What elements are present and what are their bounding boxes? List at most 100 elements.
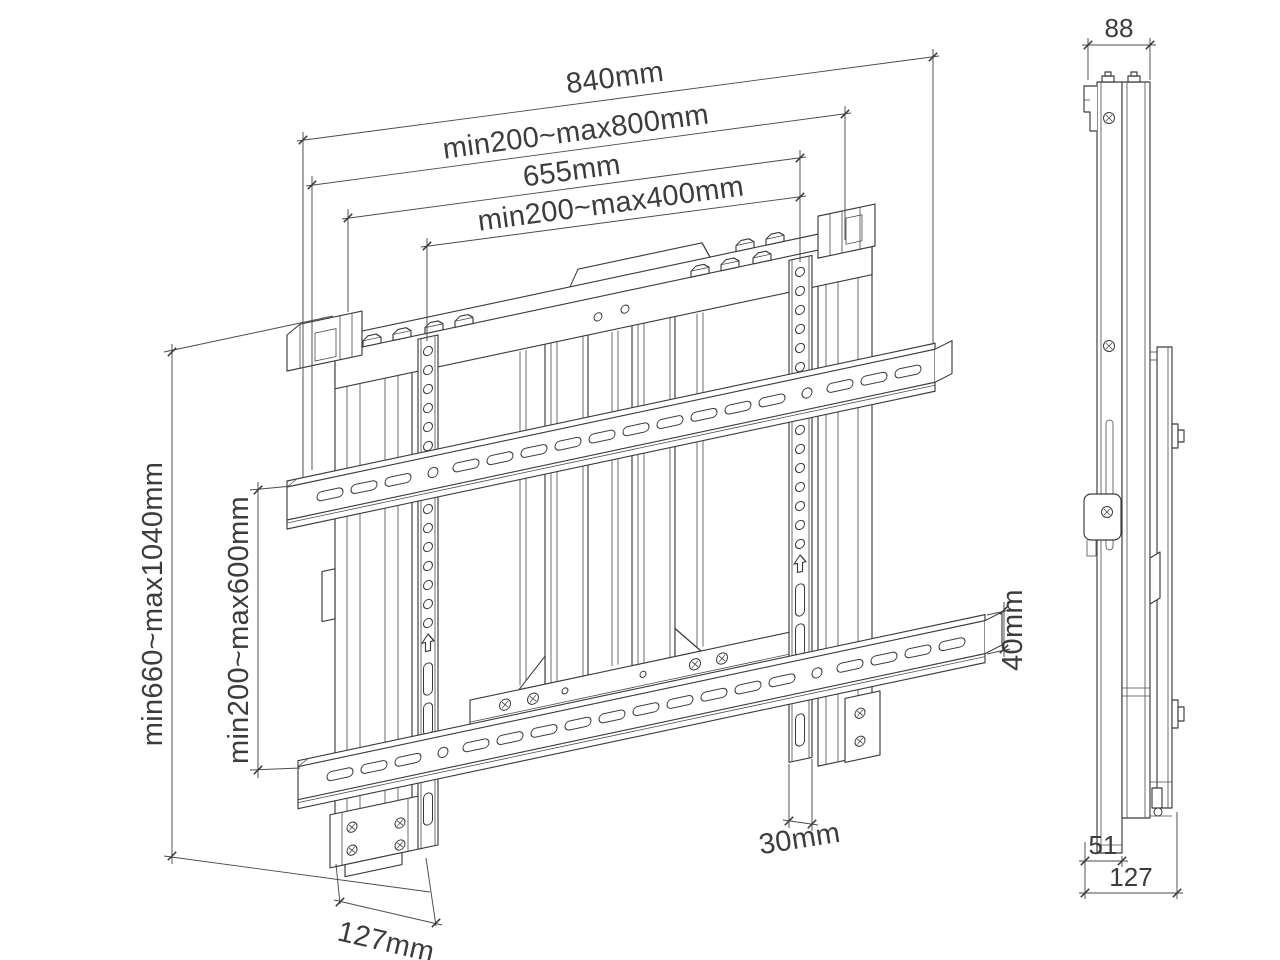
hex-nut-edge (393, 330, 411, 335)
rail-slot (904, 644, 932, 659)
hex-nut-edge (455, 317, 473, 322)
dim-tick (343, 213, 353, 223)
screw-cross (856, 709, 864, 717)
screw-cross (1103, 508, 1111, 516)
rail-slot (360, 760, 388, 774)
rail-slot (423, 662, 433, 696)
top-bar (334, 231, 873, 390)
dim-tick (1145, 40, 1155, 50)
screw-cross (396, 841, 404, 849)
rail-hole (423, 522, 433, 534)
rail-hole (437, 746, 449, 758)
rail-hole (795, 500, 805, 512)
rail-hole (795, 538, 805, 550)
dim-tick (253, 765, 263, 775)
back-plate-seams (519, 312, 704, 686)
rail-slot (768, 673, 796, 688)
side-top-bolts (1101, 71, 1141, 83)
dim-tick (999, 644, 1009, 654)
dim-127mm-lines (333, 857, 443, 927)
rail-slot (394, 752, 422, 767)
rail-slot (826, 379, 854, 393)
rail-hole (795, 285, 805, 297)
rail-slot (384, 472, 412, 487)
rail-end-cap (984, 611, 1003, 655)
right-top-cap (817, 203, 876, 259)
rail-slot (496, 731, 524, 746)
rail-hole (423, 364, 433, 376)
rail-hole (795, 266, 805, 278)
rail-slot (690, 407, 718, 422)
side-top-bracket (1083, 85, 1097, 132)
dim-tick (795, 153, 805, 163)
dim-40-lines (986, 602, 1011, 657)
rail-slot (795, 713, 805, 747)
rail-hole (795, 519, 805, 531)
upper-tv-rail (286, 340, 953, 530)
dim-tick (1172, 888, 1182, 898)
rail-slot (870, 651, 898, 666)
screw-cross (1105, 342, 1113, 350)
dim-tick (422, 241, 432, 251)
hex-nut-edge (753, 253, 771, 259)
dim-840-label: 840mm (564, 56, 666, 101)
rail-hole (795, 481, 805, 493)
dim-tick (1080, 888, 1090, 898)
side-wall-rail (1149, 346, 1185, 817)
rail-slot (734, 680, 762, 695)
rail-slot (666, 695, 694, 709)
rail-slot (530, 723, 558, 738)
hex-nut-edge (766, 234, 784, 240)
dim-88-lines (1082, 38, 1156, 80)
dim-1040-lines (163, 315, 431, 893)
rail-slot (860, 371, 888, 386)
rail-hole (423, 402, 433, 414)
rail-hole (811, 667, 823, 679)
rail-hole (423, 617, 433, 629)
left-post-tab (321, 568, 336, 623)
rail-hole (795, 462, 805, 474)
dimension-ticks (167, 40, 1182, 928)
dim-127mm-label: 127mm (335, 916, 438, 960)
left-top-cap (286, 310, 363, 372)
dim-tick (999, 605, 1009, 615)
rail-slot (452, 458, 480, 473)
rail-hole (795, 424, 805, 436)
rail-slot (588, 429, 616, 444)
right-bottom-bracket (844, 690, 881, 763)
rail-hole (795, 323, 805, 335)
rail-slot (316, 487, 344, 502)
rail-slot (423, 792, 433, 826)
screw-cross (348, 823, 356, 831)
dim-840-lines (296, 49, 940, 478)
rail-slot (554, 436, 582, 451)
hex-nut-edge (721, 260, 739, 266)
rail-slot (795, 623, 805, 657)
dim-tick (840, 109, 850, 119)
side-mid-bracket (1083, 493, 1122, 557)
rail-slot (656, 415, 684, 430)
rail-hole (423, 421, 433, 433)
rail-slot (836, 658, 864, 673)
rail-slot (700, 687, 728, 702)
dim-tick (298, 135, 308, 145)
rail-slot (564, 716, 592, 731)
rail-end-cap (934, 340, 953, 383)
dim-tick (807, 819, 817, 829)
screw-cross (856, 737, 864, 745)
dim-tick (307, 180, 317, 190)
hex-nut-edge (736, 241, 754, 246)
dim-127-label: 127 (1109, 862, 1152, 892)
rail-hole (423, 541, 433, 553)
dim-tick (431, 918, 441, 928)
rail-slot (520, 444, 548, 458)
dim-tick (1083, 40, 1093, 50)
rail-hole (427, 466, 439, 479)
rail-slot (486, 451, 514, 466)
rail-hole (795, 342, 805, 354)
rail-hole (423, 598, 433, 610)
side-view (1083, 71, 1185, 854)
rail-slot (758, 393, 786, 408)
rail-slot (350, 480, 378, 495)
rail-hole (423, 579, 433, 591)
